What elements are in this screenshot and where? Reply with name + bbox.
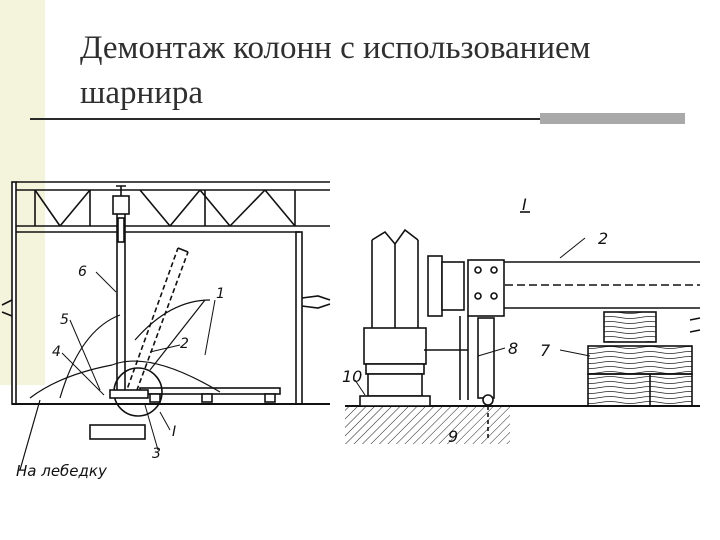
- callout-4: 4: [52, 344, 61, 360]
- horizontal-column-detail: [427, 255, 700, 317]
- title-line-1: Демонтаж колонн с использованием: [80, 30, 591, 66]
- detail-title: I: [522, 195, 527, 214]
- callout-2-left: 2: [180, 336, 189, 352]
- leaders: [61, 271, 216, 451]
- callout-2-right: 2: [598, 229, 608, 248]
- left-view: [1, 181, 331, 471]
- callout-1: 1: [216, 286, 225, 302]
- hinge-base: [109, 389, 149, 399]
- title-line-2: шарнира: [80, 75, 204, 111]
- title-underline: [30, 118, 540, 120]
- winch-label: На лебедку: [16, 462, 108, 480]
- wall-break-mark: [1, 299, 13, 317]
- title-underline-accent: [540, 113, 685, 124]
- hinge-bracket: [424, 316, 495, 440]
- cables: [19, 299, 221, 471]
- roof-truss: [16, 181, 330, 233]
- hinge-foundation: [89, 424, 146, 440]
- support-blocks: [149, 393, 276, 403]
- column-end-break: [689, 317, 701, 333]
- slide-title: Демонтаж колонн с использованием шарнира: [80, 26, 700, 116]
- lowered-column-vertical: [112, 185, 130, 395]
- callout-10: 10: [342, 367, 362, 386]
- callout-6: 6: [78, 264, 87, 280]
- callout-7: 7: [540, 341, 551, 360]
- left-wall: [11, 181, 17, 405]
- right-view: [345, 211, 701, 444]
- callout-9: 9: [448, 427, 458, 446]
- callout-8: 8: [508, 339, 518, 358]
- right-column: [295, 231, 303, 405]
- lowered-column-inclined: [124, 247, 189, 399]
- leaders-right: [354, 237, 591, 396]
- column-break-mark: [301, 295, 331, 309]
- callout-3: 3: [152, 446, 161, 462]
- technical-drawing: 6 1 2 5 4 3 I На лебедку: [0, 175, 720, 485]
- callout-5: 5: [60, 312, 69, 328]
- column-right: [359, 228, 431, 407]
- timber-stack: [587, 311, 693, 407]
- ground-hatch: [345, 406, 510, 444]
- detail-ref: I: [172, 424, 176, 440]
